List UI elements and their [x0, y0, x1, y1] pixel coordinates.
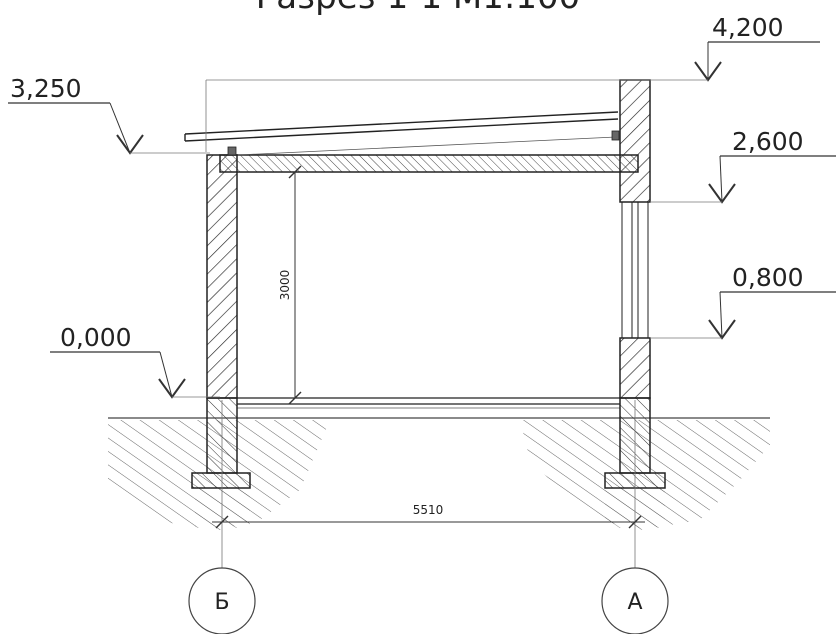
level-ridge-text: 4,200	[712, 13, 784, 42]
axis-marker-left-text: Б	[214, 590, 229, 615]
level-window-top: 2,600	[650, 127, 836, 204]
level-floor-text: 0,000	[60, 323, 132, 352]
roof	[184, 111, 620, 156]
window	[621, 202, 649, 338]
axis-marker-right: А	[601, 567, 669, 634]
axis-marker-right-text: А	[627, 590, 642, 615]
dimension-span: 5510	[212, 503, 645, 529]
floor-slab	[237, 397, 620, 409]
level-ridge: 4,200	[205, 13, 820, 152]
left-wall	[191, 154, 251, 489]
dimension-span-text: 5510	[413, 503, 444, 517]
dimension-height: 3000	[278, 165, 302, 405]
level-window-sill-text: 0,800	[732, 263, 804, 292]
axis-lines	[221, 400, 636, 568]
level-eave-text: 3,250	[10, 74, 82, 103]
dimension-height-text: 3000	[278, 270, 292, 301]
level-eave: 3,250	[8, 74, 210, 155]
level-window-top-text: 2,600	[732, 127, 804, 156]
level-floor: 0,000	[50, 323, 220, 399]
level-window-sill: 0,800	[650, 263, 836, 340]
ceiling-slab	[219, 154, 639, 173]
axis-marker-left: Б	[188, 567, 256, 634]
drawing-title: Разрез 1-1 М1:100	[256, 0, 580, 17]
